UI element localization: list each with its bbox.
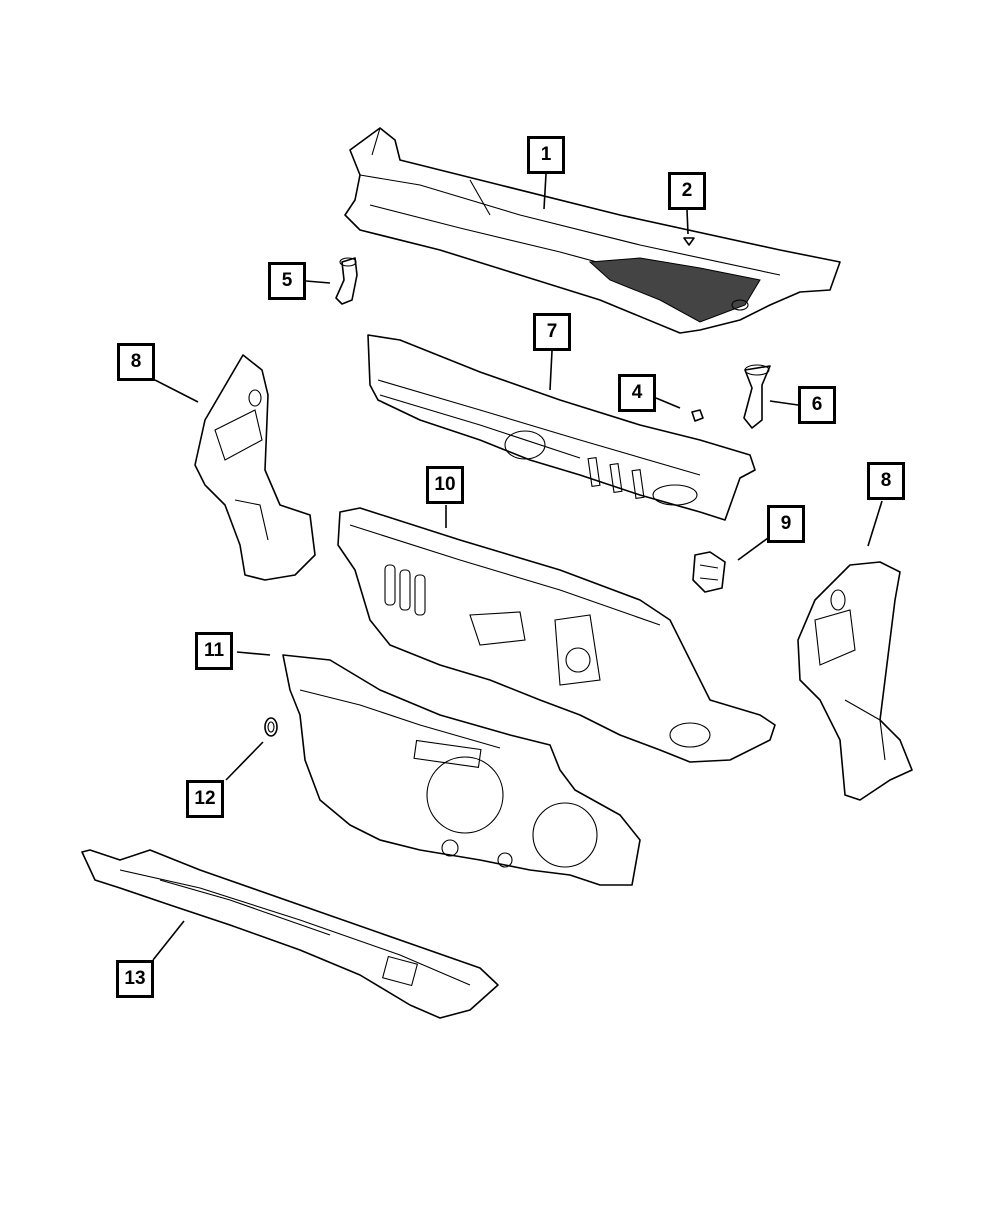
leader-9 [737, 537, 769, 561]
leader-8a [154, 379, 199, 403]
leader-2 [686, 209, 689, 235]
leader-13 [152, 920, 185, 961]
callout-8-right: 8 [867, 462, 905, 500]
leader-6 [769, 400, 799, 406]
leader-1 [543, 173, 547, 210]
part-1-cowl-panel [344, 127, 841, 334]
callout-12: 12 [186, 780, 224, 818]
part-8-right-panel [797, 561, 913, 801]
part-4-nut [691, 409, 704, 422]
callout-5: 5 [268, 262, 306, 300]
part-5-drain-tube [335, 257, 358, 305]
part-13-lower-panel [81, 849, 499, 1019]
leader-8b [867, 500, 883, 547]
callout-11: 11 [195, 632, 233, 670]
callout-10: 10 [426, 466, 464, 504]
part-12-grommet [264, 717, 278, 737]
part-9-bracket [692, 551, 726, 593]
leader-7 [549, 350, 553, 391]
callout-4: 4 [618, 374, 656, 412]
part-8-left-panel [194, 354, 316, 581]
callout-8-left: 8 [117, 343, 155, 381]
leader-4 [655, 397, 681, 409]
callout-13: 13 [116, 960, 154, 998]
leader-11 [236, 651, 271, 656]
part-2-clip [683, 237, 695, 246]
callout-6: 6 [798, 386, 836, 424]
callout-1: 1 [527, 136, 565, 174]
leader-5 [305, 280, 331, 284]
leader-12 [225, 741, 264, 781]
callout-7: 7 [533, 313, 571, 351]
callout-2: 2 [668, 172, 706, 210]
part-10-dash-panel [337, 507, 776, 763]
callout-9: 9 [767, 505, 805, 543]
part-6-drain-tube [743, 364, 771, 429]
part-11-dash-silencer [282, 654, 641, 886]
part-7-cowl-reinforcement [367, 334, 756, 521]
